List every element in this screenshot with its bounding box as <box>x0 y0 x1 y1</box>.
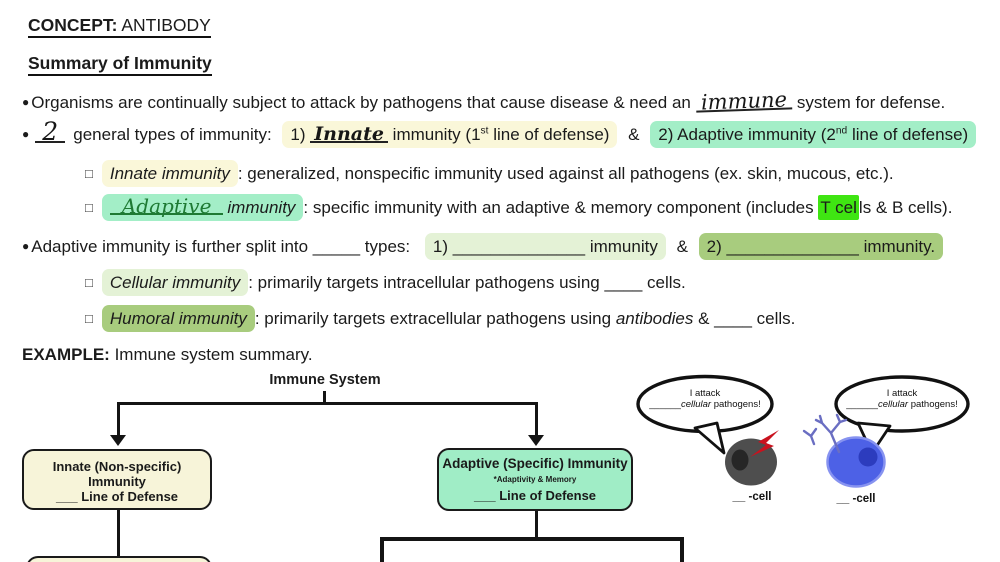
square-bullet-icon: □ <box>85 200 93 215</box>
bubble2-line2: ______cellular pathogens! <box>837 399 967 410</box>
connector-right-vertical <box>535 402 538 436</box>
highlight-adaptive-item: 2) Adaptive immunity (2nd line of defens… <box>650 121 977 148</box>
arrowhead-right-icon <box>528 435 544 446</box>
bubble2-text: I attack ______cellular pathogens! <box>837 388 967 410</box>
organisms-text-end: system for defense. <box>796 93 946 112</box>
square-bullet-icon: □ <box>85 275 93 290</box>
split-types-text: Adaptive immunity is further split into … <box>31 237 411 256</box>
speech-bubble-1-tail <box>693 421 726 455</box>
concept-label: CONCEPT: <box>28 15 118 35</box>
connector-horizontal-top <box>117 402 538 405</box>
handwritten-adaptive: Adaptive <box>109 196 224 216</box>
highlight-type2-blank: 2) ______________ immunity. <box>698 233 944 260</box>
bubble2-rest: pathogens! <box>908 399 958 410</box>
bubble1-line1: I attack <box>689 388 721 399</box>
adaptive-term-italic: immunity <box>227 198 296 217</box>
superscript-st: st <box>480 125 489 137</box>
humoral-definition-end: & ____ cells. <box>698 309 796 328</box>
connector-bottom-left-vertical <box>380 537 384 562</box>
highlight-innate-term: Innate immunity <box>101 160 238 187</box>
bullet-dot-icon: ● <box>22 127 30 141</box>
bubble1-text: I attack ______cellular pathogens! <box>640 388 770 410</box>
bullet-split-types: ●Adaptive immunity is further split into… <box>22 233 944 260</box>
innate-child-box-clipped <box>26 556 212 562</box>
red-receptor-icon <box>750 430 779 457</box>
example-label: EXAMPLE: <box>22 345 110 364</box>
gray-cell-nucleus <box>731 449 749 471</box>
humoral-definition: : primarily targets extracellular pathog… <box>254 309 612 328</box>
highlight-t-cells: T cel <box>818 195 859 220</box>
connector-left-vertical <box>117 402 120 436</box>
innate-box-line-of-defense: ___ Line of Defense <box>55 489 179 504</box>
innate-item-text: immunity (1 <box>387 125 481 144</box>
highlight-type1-blank: 1) ______________ immunity <box>424 233 666 260</box>
bubble2-cellular: cellular <box>877 399 909 410</box>
speech-bubble-2 <box>834 375 970 433</box>
bullet-dot-icon: ● <box>22 95 30 109</box>
innate-item-number: 1) <box>290 125 311 144</box>
bullet-general-types: ● 2 general types of immunity: 1) Innate i… <box>22 119 977 148</box>
connector-innate-down <box>117 510 120 557</box>
example-line: EXAMPLE: Immune system summary. <box>22 342 313 368</box>
blue-cell-nucleus <box>858 447 878 467</box>
bubble1-cellular: cellular <box>680 399 712 410</box>
subbullet-cellular: □ Cellular immunity: primarily targets in… <box>85 269 686 296</box>
ampersand: & <box>628 125 640 144</box>
subbullet-humoral: □ Humoral immunity: primarily targets ext… <box>85 305 796 332</box>
section-title: Summary of Immunity <box>28 50 212 76</box>
highlight-innate-item: 1) Innate immunity (1st line of defense) <box>282 121 618 148</box>
adaptive-item-text-end: line of defense) <box>847 125 969 144</box>
square-bullet-icon: □ <box>85 311 93 326</box>
innate-immunity-box: Innate (Non-specific) Immunity ___ Line … <box>22 449 212 510</box>
organisms-text: Organisms are continually subject to att… <box>31 93 691 112</box>
diagram-root-label: Immune System <box>269 372 381 388</box>
connector-root-stub <box>323 391 326 404</box>
bubble1-rest: pathogens! <box>711 399 761 410</box>
cells-illustration <box>636 374 970 488</box>
blue-cell-label: __ -cell <box>836 493 876 505</box>
concept-heading: CONCEPT: ANTIBODY <box>28 12 211 38</box>
connector-adaptive-down <box>535 511 538 538</box>
bubble1-blank: ______ <box>649 399 681 410</box>
antibodies-italic: antibodies <box>615 309 694 328</box>
example-text: Immune system summary. <box>114 345 313 364</box>
adaptive-definition: : specific immunity with an adaptive & m… <box>303 198 814 217</box>
highlight-humoral-term: Humoral immunity <box>101 305 255 332</box>
innate-definition: : generalized, nonspecific immunity used… <box>237 164 894 183</box>
adaptive-box-title: Adaptive (Specific) Immunity <box>442 456 628 471</box>
adaptive-definition-end: ls & B cells). <box>858 198 953 217</box>
gray-cell-label: __ -cell <box>732 491 772 503</box>
innate-item-text-end: line of defense) <box>488 125 610 144</box>
bullet-dot-icon: ● <box>22 239 30 253</box>
subbullet-innate: □ Innate immunity: generalized, nonspecif… <box>85 160 894 187</box>
arrowhead-left-icon <box>110 435 126 446</box>
handwritten-innate: Innate <box>310 125 388 144</box>
highlight-cellular-term: Cellular immunity <box>101 269 249 296</box>
bullet-organisms: ●Organisms are continually subject to at… <box>22 88 946 116</box>
ampersand: & <box>676 237 688 256</box>
bubble1-line2: ______cellular pathogens! <box>640 399 770 410</box>
superscript-nd: nd <box>835 125 848 137</box>
antibody-icon <box>802 413 848 454</box>
bubble2-blank: ______ <box>846 399 878 410</box>
connector-bottom-right-vertical <box>680 537 684 562</box>
general-types-text: general types of immunity: <box>73 125 272 144</box>
handwritten-immune: immune <box>695 88 793 114</box>
bubble2-line1: I attack <box>886 388 918 399</box>
adaptive-item-text: 2) Adaptive immunity (2 <box>658 125 836 144</box>
cellular-definition: : primarily targets intracellular pathog… <box>248 273 686 292</box>
concept-value: ANTIBODY <box>121 15 211 35</box>
innate-box-title: Innate (Non-specific) Immunity <box>52 459 182 489</box>
adaptive-immunity-box: Adaptive (Specific) Immunity *Adaptivity… <box>437 448 633 511</box>
handwritten-two: 2 <box>35 119 66 144</box>
adaptive-box-line-of-defense: ___ Line of Defense <box>473 488 597 503</box>
square-bullet-icon: □ <box>85 166 93 181</box>
adaptive-box-subtitle: *Adaptivity & Memory <box>493 475 577 484</box>
connector-horizontal-bottom <box>380 537 684 541</box>
